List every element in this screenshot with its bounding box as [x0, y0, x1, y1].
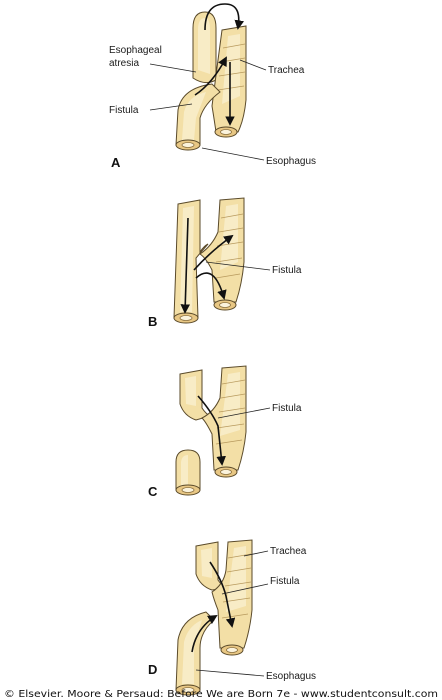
panel-b-leader-line — [205, 261, 271, 271]
label-esophagus-a: Esophagus — [266, 156, 316, 167]
panel-d-flow-arrow-trachea — [209, 561, 236, 628]
panel-a-structure — [175, 11, 247, 151]
panel-d: Trachea Fistula Esophagus D — [148, 539, 316, 696]
label-trachea-a: Trachea — [268, 65, 305, 76]
panel-letter-d: D — [148, 662, 157, 677]
label-fistula-a: Fistula — [109, 105, 139, 116]
label-esophagus-d: Esophagus — [266, 671, 316, 682]
panel-letter-a: A — [111, 155, 121, 170]
panel-b: Fistula B — [148, 197, 302, 329]
panel-a-flow-arrow-top — [204, 3, 244, 31]
panel-c-flow-arrow — [197, 395, 226, 466]
label-esophageal-atresia-line2: atresia — [109, 58, 139, 69]
panel-b-flow-arrow-down — [195, 272, 227, 300]
panel-d-leader-lines — [195, 550, 269, 677]
panel-a-leader-lines — [149, 59, 267, 161]
panel-c-structure — [175, 365, 247, 496]
label-esophageal-atresia-line1: Esophageal — [109, 45, 162, 56]
panel-b-structure — [173, 197, 245, 324]
label-fistula-d: Fistula — [270, 576, 300, 587]
label-fistula-b: Fistula — [272, 265, 302, 276]
panel-a: Esophageal atresia Trachea Fistula Esoph… — [109, 3, 316, 170]
panel-letter-c: C — [148, 484, 158, 499]
panel-a-flow-arrow-fistula — [194, 56, 227, 96]
label-trachea-d: Trachea — [270, 546, 307, 557]
panel-b-flow-arrow-esophagus — [180, 217, 191, 314]
panel-b-flow-arrow-up — [193, 234, 234, 271]
panel-c: Fistula C — [148, 365, 302, 499]
panel-d-flow-arrow-fistula — [191, 615, 218, 653]
panel-letter-b: B — [148, 314, 157, 329]
panel-c-leader-line — [217, 407, 271, 419]
label-fistula-c: Fistula — [272, 403, 302, 414]
copyright-credit: © Elsevier. Moore & Persaud: Before We a… — [4, 689, 438, 700]
